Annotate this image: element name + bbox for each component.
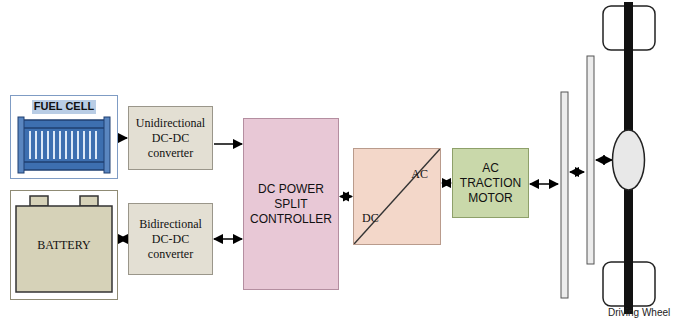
connector-arrow — [119, 238, 127, 240]
motor-box: AC TRACTION MOTOR — [452, 148, 529, 218]
fuel-cell-icon — [18, 117, 110, 173]
drivetrain — [530, 2, 655, 314]
inverter-box: AC DC — [353, 148, 441, 245]
converter-box: Bidirectional DC-DC converter — [128, 203, 213, 275]
node-label: FUEL CELL — [32, 100, 96, 114]
node-label: DC POWER SPLIT CONTROLLER — [250, 182, 332, 227]
caption-label: Driving Wheel — [608, 307, 670, 318]
node-label: DC — [362, 211, 379, 226]
connector-arrow — [119, 137, 127, 139]
fuel-cell-box: FUEL CELL — [10, 95, 118, 179]
connector-arrow — [214, 238, 242, 240]
converter-box: Unidirectional DC-DC converter — [128, 106, 213, 170]
battery-icon — [16, 196, 112, 292]
connector-arrow — [214, 143, 242, 145]
node-label: BATTERY — [35, 238, 92, 253]
node-label: Bidirectional DC-DC converter — [133, 217, 208, 262]
node-label: AC TRACTION MOTOR — [458, 161, 523, 206]
controller-box: DC POWER SPLIT CONTROLLER — [243, 118, 339, 290]
node-label: Unidirectional DC-DC converter — [133, 116, 208, 161]
connector-arrow — [442, 182, 451, 184]
node-label: AC — [411, 167, 428, 182]
battery-box: BATTERY — [10, 190, 118, 300]
inverter-diagonal — [354, 149, 440, 244]
connector-arrow — [340, 196, 352, 198]
